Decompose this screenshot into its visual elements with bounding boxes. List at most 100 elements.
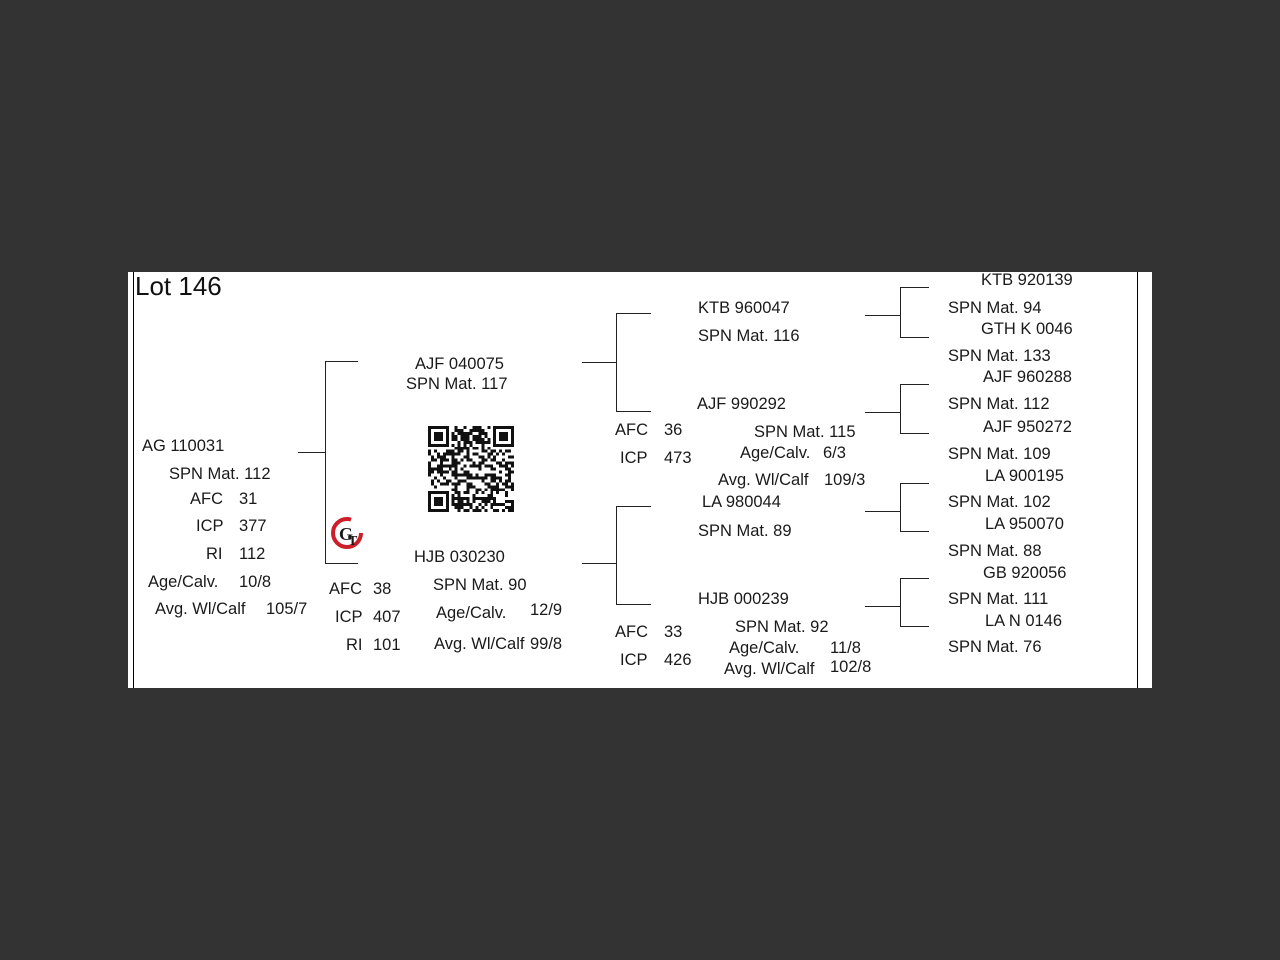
gp-dd-id: HJB 000239: [698, 590, 789, 608]
qr-module: [428, 509, 431, 512]
qr-module: [496, 443, 500, 447]
gp-ds-id: LA 980044: [702, 493, 781, 511]
qr-module: [472, 437, 476, 441]
qr-module: [454, 488, 458, 492]
qr-module: [478, 426, 482, 429]
qr-module: [428, 467, 431, 471]
connector: [900, 483, 929, 484]
qr-module: [475, 440, 479, 444]
qr-module: [493, 449, 497, 453]
qr-module: [481, 506, 485, 510]
dam-age-label: Age/Calv.: [436, 604, 507, 622]
qr-module: [454, 464, 458, 468]
qr-module: [457, 461, 461, 465]
qr-module: [445, 437, 449, 441]
dam-afc-label: AFC: [329, 580, 362, 598]
qr-module: [481, 455, 485, 459]
qr-module: [493, 443, 497, 447]
qr-module: [454, 503, 458, 507]
qr-module: [493, 485, 497, 489]
qr-module: [493, 428, 497, 432]
subject-wl-value: 105/7: [266, 600, 308, 618]
qr-module: [499, 461, 503, 465]
qr-module: [502, 452, 506, 456]
ggp-5-id: LA 900195: [985, 467, 1064, 485]
qr-module: [469, 428, 473, 432]
qr-module: [490, 503, 494, 507]
qr-module: [496, 476, 500, 480]
qr-module: [445, 434, 449, 438]
qr-module: [436, 455, 440, 459]
qr-module: [445, 452, 449, 456]
qr-module: [502, 437, 506, 441]
qr-module: [430, 509, 434, 512]
qr-module: [511, 455, 514, 459]
qr-module: [511, 431, 514, 435]
svg-text:T: T: [348, 534, 358, 549]
qr-module: [481, 476, 485, 480]
qr-module: [490, 485, 494, 489]
qr-module: [439, 500, 443, 504]
qr-module: [433, 476, 437, 480]
qr-module: [487, 455, 491, 459]
qr-module: [472, 434, 476, 438]
qr-module: [436, 452, 440, 456]
qr-module: [439, 467, 443, 471]
qr-module: [433, 491, 437, 495]
qr-module: [511, 470, 514, 474]
qr-module: [454, 434, 458, 438]
qr-module: [460, 437, 464, 441]
qr-module: [493, 473, 497, 477]
qr-module: [451, 461, 455, 465]
ggp-8-spn: SPN Mat. 76: [948, 638, 1042, 656]
qr-module: [484, 431, 488, 435]
gt-logo-icon: G T: [331, 517, 363, 549]
qr-module: [478, 467, 482, 471]
qr-module: [433, 449, 437, 453]
qr-module: [502, 488, 506, 492]
qr-module: [472, 446, 476, 450]
gp-dd-spn: SPN Mat. 92: [735, 618, 829, 636]
qr-module: [442, 464, 446, 468]
qr-module: [472, 485, 476, 489]
qr-module: [433, 458, 437, 462]
connector: [616, 313, 617, 412]
qr-module: [463, 473, 467, 477]
qr-module: [478, 497, 482, 501]
qr-module: [428, 497, 431, 501]
qr-module: [463, 509, 467, 512]
qr-module: [457, 503, 461, 507]
qr-module: [505, 482, 509, 486]
qr-module: [466, 488, 470, 492]
gp-sd-icp-value: 473: [664, 449, 692, 467]
qr-module: [499, 470, 503, 474]
gp-sd-spn: SPN Mat. 115: [754, 423, 856, 441]
ggp-1-id: KTB 920139: [981, 272, 1073, 289]
qr-module: [445, 482, 449, 486]
connector: [900, 287, 901, 338]
qr-module: [442, 482, 446, 486]
qr-module: [508, 476, 512, 480]
gp-sd-id: AJF 990292: [697, 395, 786, 413]
qr-module: [428, 434, 431, 438]
qr-module: [445, 491, 449, 495]
qr-module: [475, 446, 479, 450]
qr-module: [472, 494, 476, 498]
qr-module: [475, 476, 479, 480]
qr-module: [493, 497, 497, 501]
qr-module: [478, 428, 482, 432]
dam-wl-label: Avg. Wl/Calf: [434, 635, 525, 653]
qr-module: [466, 473, 470, 477]
qr-module: [499, 434, 503, 438]
qr-module: [433, 431, 437, 435]
qr-module: [445, 503, 449, 507]
qr-module: [463, 497, 467, 501]
dam-spn: SPN Mat. 90: [433, 576, 527, 594]
qr-module: [511, 440, 514, 444]
qr-module: [508, 500, 512, 504]
dam-id: HJB 030230: [414, 548, 505, 566]
qr-module: [487, 437, 491, 441]
qr-module: [505, 464, 509, 468]
qr-module: [433, 467, 437, 471]
qr-module: [505, 426, 509, 429]
